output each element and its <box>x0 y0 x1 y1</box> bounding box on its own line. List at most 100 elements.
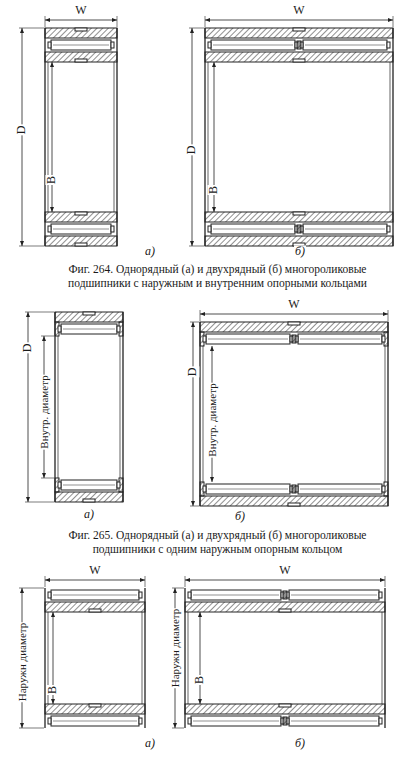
dimension-arrow <box>185 578 190 582</box>
roller-axis <box>63 329 115 330</box>
bore-edge-line <box>142 612 143 704</box>
dimension-arrow <box>20 241 24 246</box>
extension-line <box>117 16 118 27</box>
spacer-ring <box>283 717 287 725</box>
dimension-arrow <box>112 18 117 22</box>
face-line <box>44 28 45 246</box>
cage-end <box>387 226 390 232</box>
dimension-label: Внутр. диаметр <box>38 374 50 449</box>
needle-roller <box>289 590 379 600</box>
dimension-label: D <box>186 367 199 378</box>
roller-axis <box>53 721 137 722</box>
cage-end <box>379 718 382 724</box>
needle-roller <box>61 324 117 334</box>
cage-end <box>117 482 120 488</box>
dimension-arrow <box>388 18 393 22</box>
roller-axis <box>208 489 288 490</box>
dimension-arrow <box>200 312 205 316</box>
roller-axis <box>213 45 293 46</box>
dimension-line <box>193 322 194 506</box>
extension-line <box>185 576 186 587</box>
roller-axis <box>300 339 380 340</box>
dimension-arrow <box>42 336 46 341</box>
dimension-label: D <box>15 125 28 136</box>
face-line <box>204 28 205 246</box>
oil-groove <box>75 28 87 31</box>
inner-ring <box>185 602 385 612</box>
dimension-arrow <box>212 62 216 67</box>
cage-end <box>139 592 142 598</box>
extension-line <box>19 246 44 247</box>
cage-end <box>208 226 211 232</box>
oil-groove <box>288 503 300 506</box>
spacer-ring <box>292 335 296 343</box>
extension-line <box>25 502 54 503</box>
needle-roller <box>51 590 139 600</box>
roller-axis <box>53 45 109 46</box>
dimension-arrow <box>190 28 194 33</box>
dimension-label: W <box>287 298 300 311</box>
dimension-arrow <box>383 312 388 316</box>
extension-line <box>25 312 54 313</box>
extension-line <box>45 576 46 587</box>
dimension-arrow <box>26 312 30 317</box>
dimension-arrow <box>50 207 54 212</box>
dimension-label: Наружн диаметр <box>16 622 28 702</box>
dimension-arrow <box>212 207 216 212</box>
cage-end <box>387 42 390 48</box>
extension-line <box>200 310 201 321</box>
figure-letter: б) <box>234 510 246 523</box>
extension-line <box>41 336 54 337</box>
figure-letter: а) <box>83 508 95 521</box>
dimension-arrow <box>173 588 177 593</box>
oil-groove <box>89 609 101 612</box>
needle-roller <box>61 480 117 490</box>
figure-letter: б) <box>294 737 306 750</box>
cage-end <box>48 226 51 232</box>
roller-axis <box>208 339 288 340</box>
roller-axis <box>300 489 380 490</box>
dimension-label: B <box>45 175 58 185</box>
cage-end <box>48 42 51 48</box>
bore-edge-line <box>203 346 204 482</box>
dimension-line <box>192 28 193 246</box>
bore-edge-line <box>48 62 49 212</box>
extension-line <box>189 246 204 247</box>
dimension-label: B <box>207 185 220 195</box>
cage-end <box>203 486 206 492</box>
dimension-label: W <box>292 4 305 17</box>
dimension-arrow <box>173 723 177 728</box>
dimension-arrow <box>190 241 194 246</box>
needle-roller <box>206 334 290 344</box>
dimension-arrow <box>210 477 214 482</box>
extension-line <box>19 588 44 589</box>
dimension-line <box>200 612 201 704</box>
cage-end <box>111 42 114 48</box>
dimension-arrow <box>45 578 50 582</box>
cage-end <box>382 336 385 342</box>
dimension-label: Внутр. диаметр <box>206 382 218 457</box>
face-line <box>144 588 145 728</box>
dimension-arrow <box>45 18 50 22</box>
dimension-arrow <box>51 699 55 704</box>
cage-end <box>382 486 385 492</box>
dimension-line <box>185 580 385 581</box>
needle-roller <box>298 484 382 494</box>
inner-ring <box>45 212 117 222</box>
oil-groove <box>75 212 87 215</box>
needle-roller <box>289 716 379 726</box>
bore-edge-line <box>120 336 121 478</box>
face-line <box>116 28 117 246</box>
dimension-arrow <box>20 588 24 593</box>
dimension-arrow <box>191 322 195 327</box>
dimension-line <box>52 62 53 212</box>
figure-letter: б) <box>294 245 306 258</box>
spacer-ring <box>292 485 296 493</box>
dimension-line <box>45 580 145 581</box>
oil-groove <box>75 243 87 246</box>
extension-line <box>41 478 54 479</box>
extension-line <box>172 728 184 729</box>
cage-end <box>58 326 61 332</box>
oil-groove <box>293 59 305 62</box>
